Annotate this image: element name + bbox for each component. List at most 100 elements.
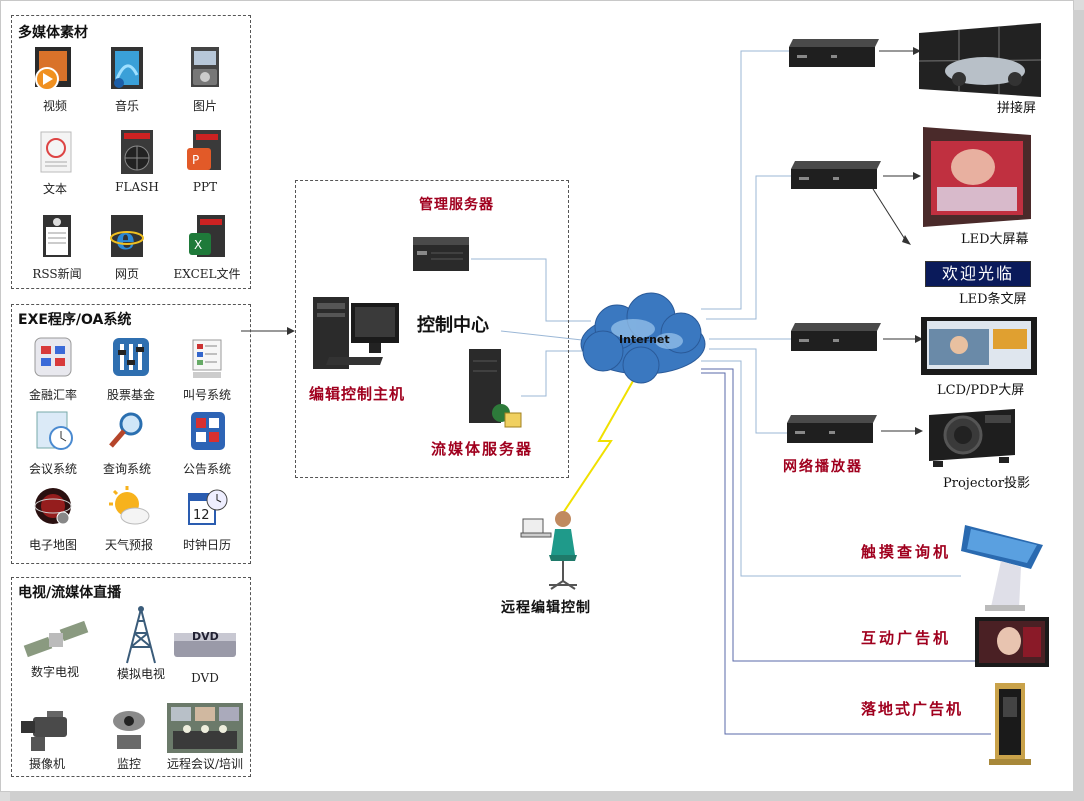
clock-calendar-label: 时钟日历 [182,538,231,552]
edit-host-icon [313,291,421,373]
control-center-title: 控制中心 [417,315,489,336]
exe-panel: EXE程序/OA系统 [11,304,251,564]
player-box-2 [789,161,883,191]
touch-kiosk-icon [961,521,1047,613]
weather-label: 天气预报 [104,538,153,552]
diagram-canvas: 多媒体素材 EXE程序/OA系统 电视/流媒体直播 视频 音乐 图片 文本 [0,0,1074,792]
text-label: 文本 [42,182,67,196]
projector-label: Projector投影 [943,476,1031,491]
internet-label: Internet [619,333,670,346]
dvd-item[interactable]: DVD DVD [169,625,241,685]
ppt-item[interactable]: P PPT [169,128,241,194]
floor-ad-label: 落地式广告机 [861,700,964,718]
player-box-1 [787,39,881,69]
satellite-icon [19,615,91,663]
flash-item[interactable]: FLASH [101,128,173,194]
bulletin-icon [185,408,229,456]
surveillance-label: 监控 [116,757,141,771]
interactive-ad-label: 互动广告机 [861,629,952,647]
conference-icon [167,703,243,753]
control-center-panel [295,180,569,478]
surveillance-item[interactable]: 监控 [93,707,165,772]
queue-item[interactable]: 叫号系统 [171,334,243,403]
connection-lines [241,47,991,735]
player-label: 网络播放器 [783,459,863,475]
remote-operator-icon [519,509,583,595]
tv-title: 电视/流媒体直播 [18,585,122,601]
led-screen-label: LED大屏幕 [961,232,1029,247]
lcd-label: LCD/PDP大屏 [937,383,1025,398]
clock-calendar-icon: 12 [185,484,229,532]
multimedia-panel: 多媒体素材 [11,15,251,289]
stock-label: 股票基金 [106,388,155,402]
excel-item[interactable]: X EXCEL文件 [171,213,243,282]
video-item[interactable]: 视频 [19,45,91,114]
svg-text:e: e [116,222,135,257]
player-box-4 [785,415,879,445]
music-item[interactable]: 音乐 [91,45,163,114]
exchange-rate-item[interactable]: 金融汇率 [17,334,89,403]
stream-server-icon [463,349,527,431]
bulletin-label: 公告系统 [182,462,231,476]
excel-icon: X [185,213,229,261]
rss-icon [35,213,79,261]
picture-icon [183,45,227,93]
frame-shadow-bottom [10,791,1084,801]
ppt-icon: P [183,128,227,176]
video-wall-icon [919,23,1041,97]
webpage-item[interactable]: e 网页 [91,213,163,282]
weather-icon [107,484,151,532]
flash-icon [115,128,159,176]
query-icon [105,408,149,456]
floor-ad-icon [987,683,1033,767]
map-label: 电子地图 [28,538,77,552]
meeting-item[interactable]: 会议系统 [17,408,89,477]
camera-label: 摄像机 [28,757,65,771]
frame-shadow-right [1073,10,1084,801]
stock-item[interactable]: 股票基金 [95,334,167,403]
queue-icon [185,334,229,382]
video-label: 视频 [42,99,67,113]
weather-item[interactable]: 天气预报 [93,484,165,553]
video-icon [33,45,77,93]
svg-text:P: P [192,153,199,167]
dvd-logo: DVD [192,630,219,643]
conference-item[interactable]: 远程会议/培训 [163,703,247,772]
bulletin-item[interactable]: 公告系统 [171,408,243,477]
projector-icon [923,405,1019,469]
dvd-label: DVD [191,671,219,685]
exe-title: EXE程序/OA系统 [18,312,132,328]
internet-cloud [573,289,713,389]
text-item[interactable]: 文本 [19,128,91,197]
multimedia-title: 多媒体素材 [18,25,88,41]
query-label: 查询系统 [102,462,151,476]
edit-host-label: 编辑控制主机 [309,385,406,403]
stream-server-label: 流媒体服务器 [431,440,534,458]
picture-item[interactable]: 图片 [169,45,241,114]
tower-label: 模拟电视 [116,667,165,681]
led-marquee-sign: 欢迎光临 [925,261,1031,287]
camera-item[interactable]: 摄像机 [11,707,83,772]
music-label: 音乐 [114,99,139,113]
excel-label: EXCEL文件 [173,267,241,281]
satellite-label: 数字电视 [30,665,79,679]
touch-kiosk-label: 触摸查询机 [861,543,952,561]
rss-label: RSS新闻 [32,267,82,281]
mgmt-server-icon [413,237,471,273]
music-icon [105,45,149,93]
led-marquee-label: LED条文屏 [959,292,1027,307]
map-item[interactable]: 电子地图 [17,484,89,553]
camera-icon [17,707,77,755]
led-screen-icon [923,127,1033,227]
mgmt-server-label: 管理服务器 [419,197,494,213]
svg-text:X: X [194,238,202,252]
rss-item[interactable]: RSS新闻 [21,213,93,282]
remote-label: 远程编辑控制 [501,600,591,616]
webpage-label: 网页 [114,267,139,281]
picture-label: 图片 [192,99,217,113]
clock-calendar-item[interactable]: 12 时钟日历 [171,484,243,553]
query-item[interactable]: 查询系统 [91,408,163,477]
tower-item[interactable]: 模拟电视 [105,605,177,682]
tv-panel: 电视/流媒体直播 [11,577,251,777]
satellite-item[interactable]: 数字电视 [19,615,91,680]
